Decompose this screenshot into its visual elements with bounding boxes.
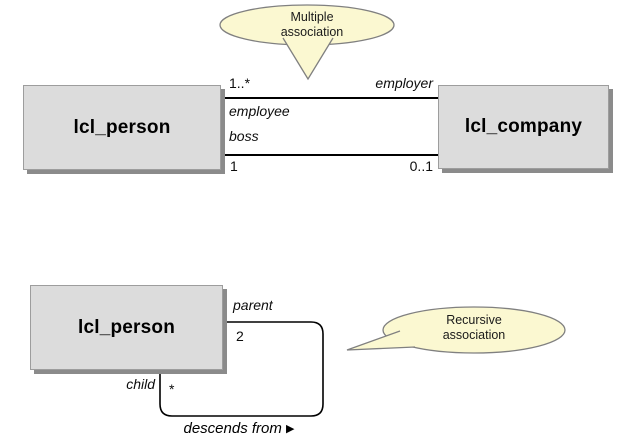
recursive-association-callout-text: Recursive association [409, 313, 539, 343]
class-name-label: lcl_person [73, 116, 171, 138]
direction-arrow-icon: ▶ [286, 423, 295, 435]
multiplicity-label-lower-left: 1 [230, 158, 238, 174]
role-label-employer: employer [375, 75, 433, 91]
recursive-association-callout-bubble [382, 306, 566, 354]
role-label-parent: parent [233, 297, 273, 313]
association-name-descends-from: descends from ▶ [160, 420, 318, 437]
callout-text-line1: Multiple [290, 10, 334, 24]
multiple-association-callout-tail [282, 37, 334, 81]
class-name-label: lcl_person [77, 316, 176, 338]
recursive-association-callout-tail [346, 330, 416, 351]
role-label-boss: boss [229, 128, 259, 144]
class-box-person-top: lcl_person [23, 85, 221, 170]
callout-text-line2: association [442, 328, 506, 342]
class-box-person-bottom: lcl_person [30, 285, 223, 370]
role-label-child: child [126, 376, 155, 392]
recursive-association-loop [159, 321, 324, 417]
class-box-company: lcl_company [438, 85, 609, 169]
class-name-label: lcl_company [464, 116, 583, 137]
role-label-employee: employee [229, 103, 290, 119]
multiplicity-label-parent: 2 [236, 328, 244, 344]
multiple-association-callout-text: Multiple association [247, 10, 377, 40]
callout-text-line1: Recursive [446, 313, 502, 327]
callout-text-line2: association [280, 25, 344, 39]
multiplicity-label-lower-right: 0..1 [409, 158, 433, 174]
association-name-text: descends from [183, 420, 282, 437]
multiplicity-label-upper-left: 1..* [229, 75, 251, 91]
multiplicity-label-child: * [169, 381, 175, 397]
